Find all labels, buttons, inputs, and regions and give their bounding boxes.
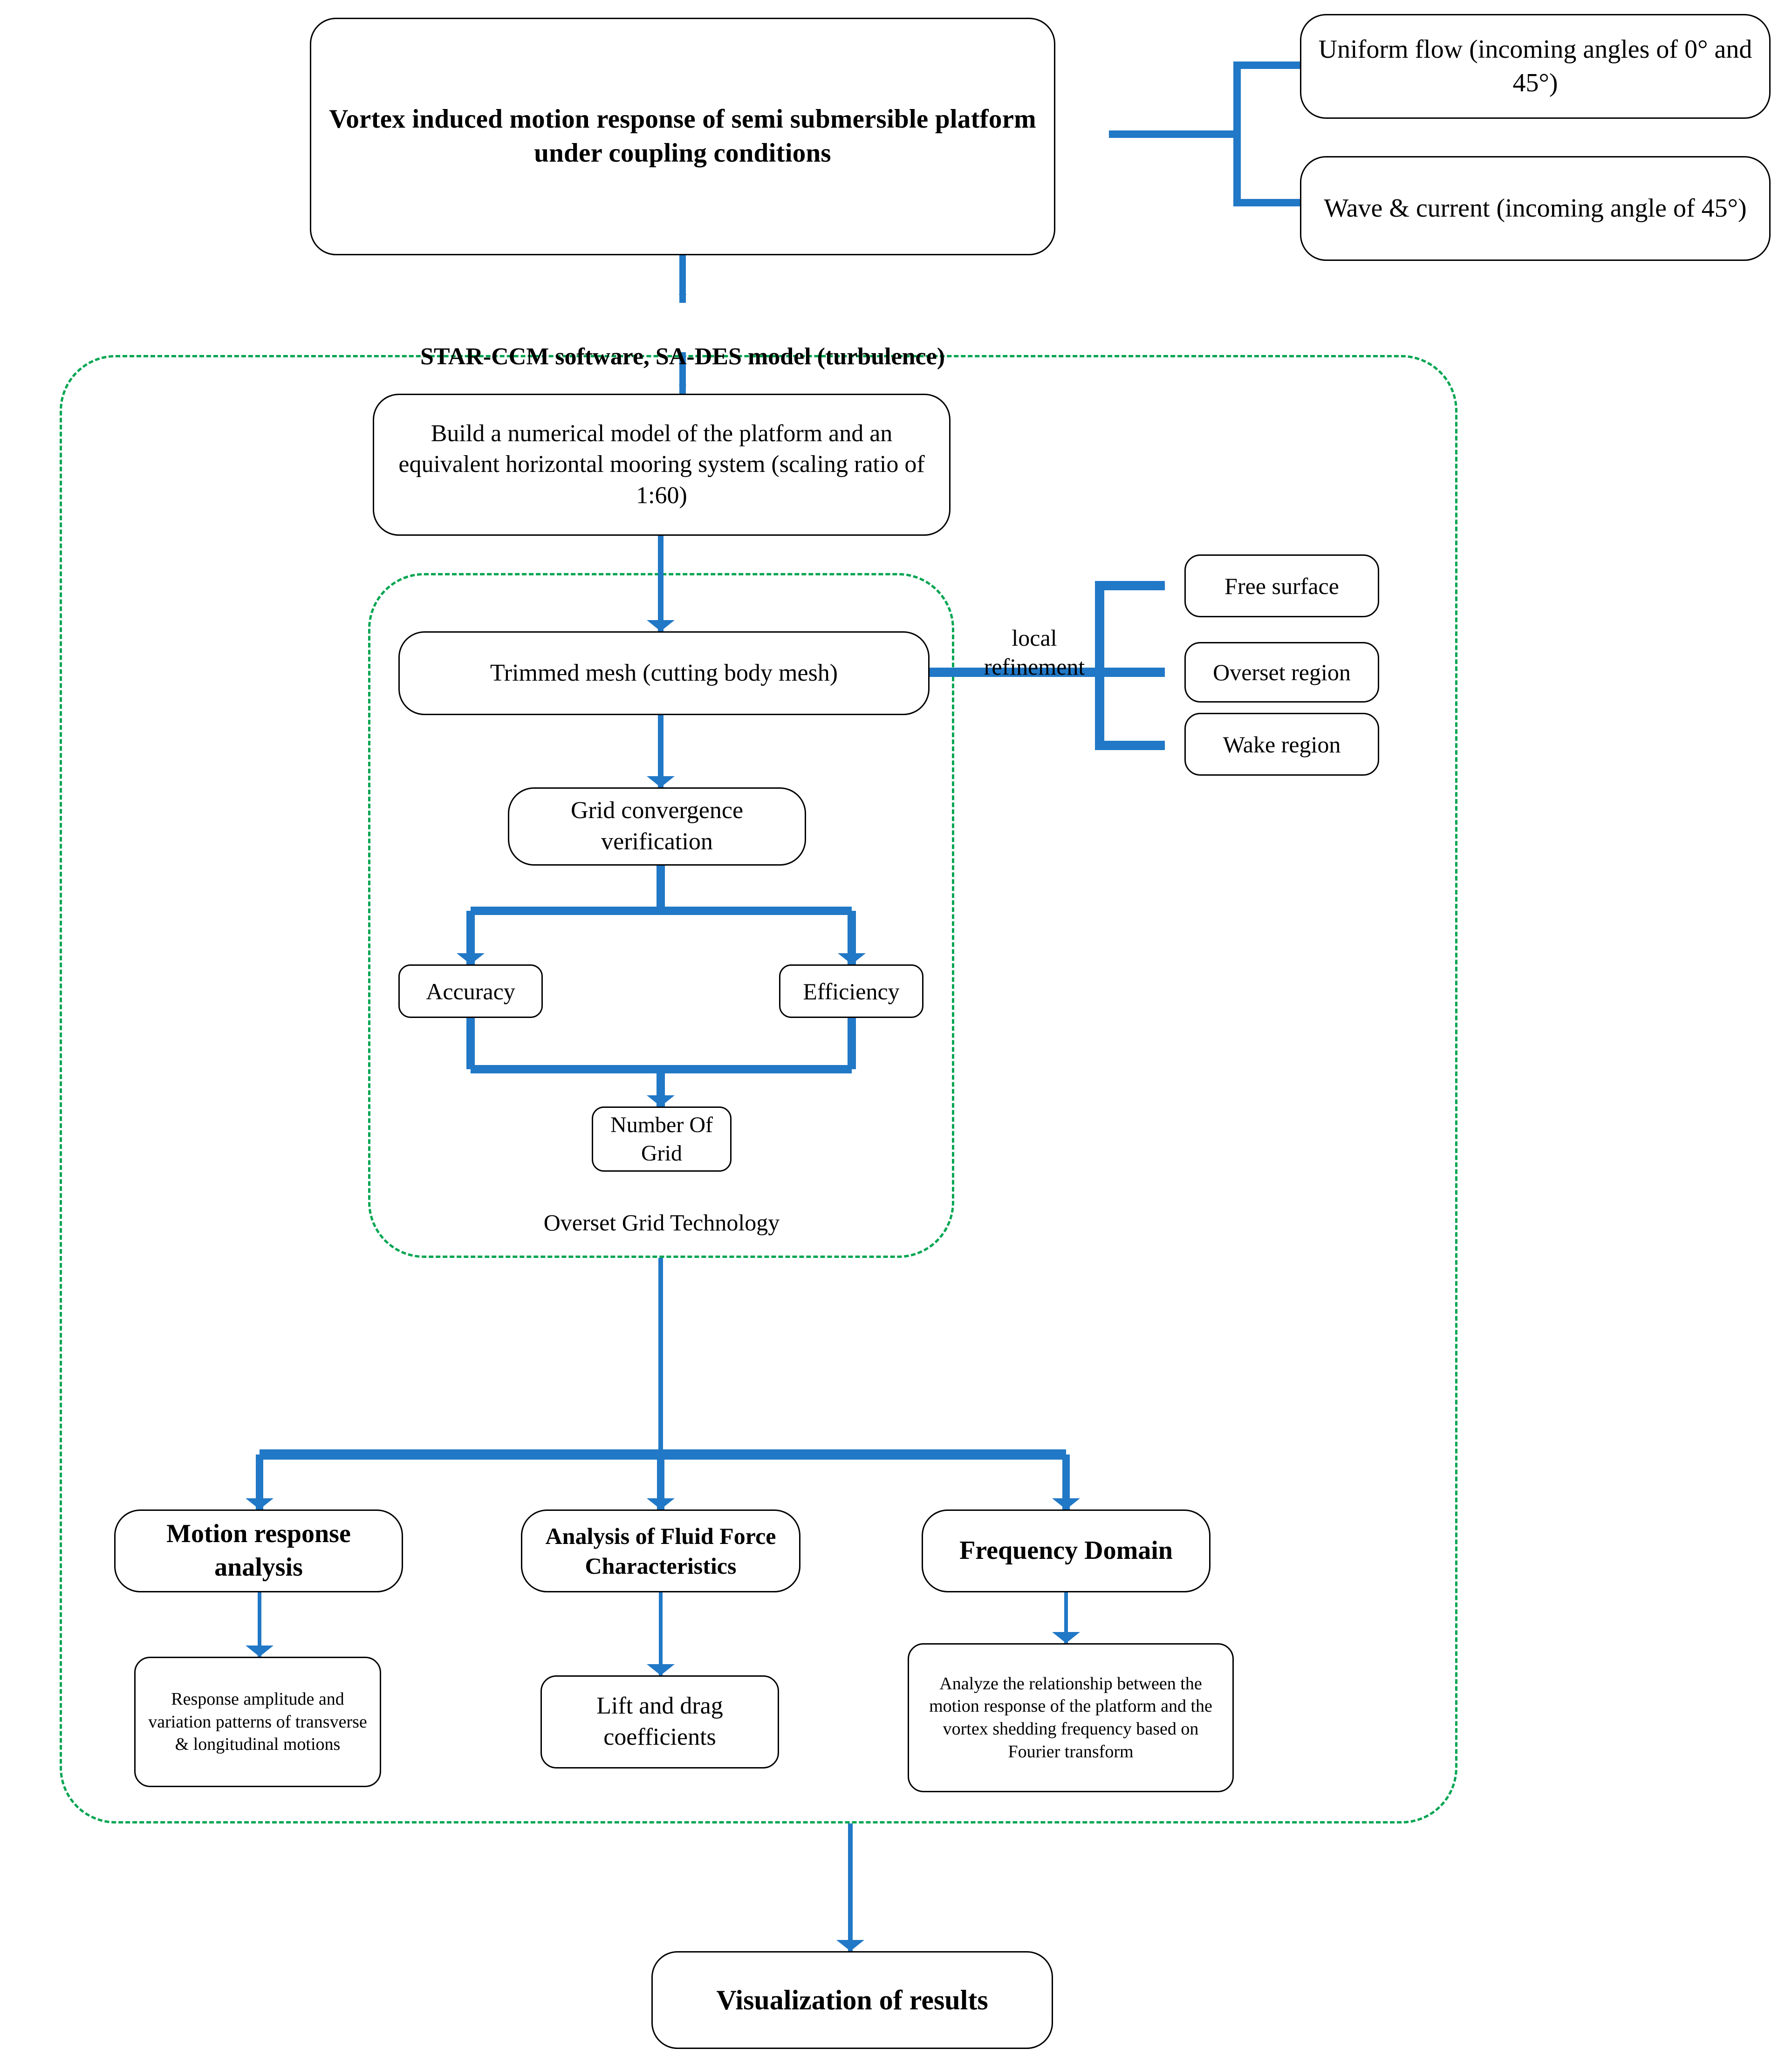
wake-region-box: Wake region xyxy=(1184,713,1379,776)
trimmed-mesh-box: Trimmed mesh (cutting body mesh) xyxy=(398,631,930,715)
wave-current-box: Wave & current (incoming angle of 45°) xyxy=(1300,156,1771,261)
numerical-model-text: Build a numerical model of the platform … xyxy=(398,420,925,509)
wake-region-text: Wake region xyxy=(1223,731,1341,758)
fluid-force-analysis-text: Analysis of Fluid Force Characteristics xyxy=(545,1523,776,1579)
response-amplitude-text: Response amplitude and variation pattern… xyxy=(148,1689,367,1755)
lift-drag-coefficients-box: Lift and drag coefficients xyxy=(540,1675,779,1769)
fluid-force-analysis-box: Analysis of Fluid Force Characteristics xyxy=(521,1509,800,1592)
free-surface-box: Free surface xyxy=(1184,554,1379,617)
local-refinement-text: local refinement xyxy=(984,624,1085,680)
free-surface-text: Free surface xyxy=(1224,573,1339,599)
overset-grid-technology-text: Overset Grid Technology xyxy=(543,1209,780,1236)
grid-convergence-text: Grid convergence verification xyxy=(570,797,744,855)
efficiency-text: Efficiency xyxy=(803,978,900,1004)
motion-response-analysis-box: Motion response analysis xyxy=(114,1509,403,1592)
fourier-analysis-text: Analyze the relationship between the mot… xyxy=(929,1673,1212,1762)
lift-drag-coefficients-text: Lift and drag coefficients xyxy=(596,1693,723,1750)
software-model-label: STAR-CCM software, SA-DES model (turbule… xyxy=(310,311,1055,372)
overset-region-text: Overset region xyxy=(1213,659,1351,685)
efficiency-box: Efficiency xyxy=(779,964,923,1018)
numerical-model-box: Build a numerical model of the platform … xyxy=(373,394,951,536)
study-title-text: Vortex induced motion response of semi s… xyxy=(329,104,1036,168)
number-of-grid-text: Number Of Grid xyxy=(610,1112,713,1166)
grid-convergence-box: Grid convergence verification xyxy=(508,787,806,866)
overset-grid-technology-label: Overset Grid Technology xyxy=(466,1179,857,1237)
visualization-results-text: Visualization of results xyxy=(716,1984,988,2015)
wave-current-text: Wave & current (incoming angle of 45°) xyxy=(1324,193,1747,223)
visualization-results-box: Visualization of results xyxy=(651,1951,1053,2049)
overset-region-box: Overset region xyxy=(1184,642,1379,703)
uniform-flow-text: Uniform flow (incoming angles of 0° and … xyxy=(1318,34,1752,97)
response-amplitude-box: Response amplitude and variation pattern… xyxy=(134,1657,381,1787)
fourier-analysis-box: Analyze the relationship between the mot… xyxy=(908,1643,1234,1792)
accuracy-text: Accuracy xyxy=(426,978,515,1004)
motion-response-analysis-text: Motion response analysis xyxy=(166,1519,351,1582)
local-refinement-label: local refinement xyxy=(960,594,1109,682)
frequency-domain-box: Frequency Domain xyxy=(922,1509,1211,1592)
frequency-domain-text: Frequency Domain xyxy=(959,1536,1173,1565)
software-model-text: STAR-CCM software, SA-DES model (turbule… xyxy=(420,343,945,370)
trimmed-mesh-text: Trimmed mesh (cutting body mesh) xyxy=(490,659,838,686)
uniform-flow-box: Uniform flow (incoming angles of 0° and … xyxy=(1300,14,1771,119)
number-of-grid-box: Number Of Grid xyxy=(592,1106,732,1172)
study-title-box: Vortex induced motion response of semi s… xyxy=(310,18,1055,255)
simulation-scope-container xyxy=(60,355,1457,1823)
accuracy-box: Accuracy xyxy=(398,964,543,1018)
